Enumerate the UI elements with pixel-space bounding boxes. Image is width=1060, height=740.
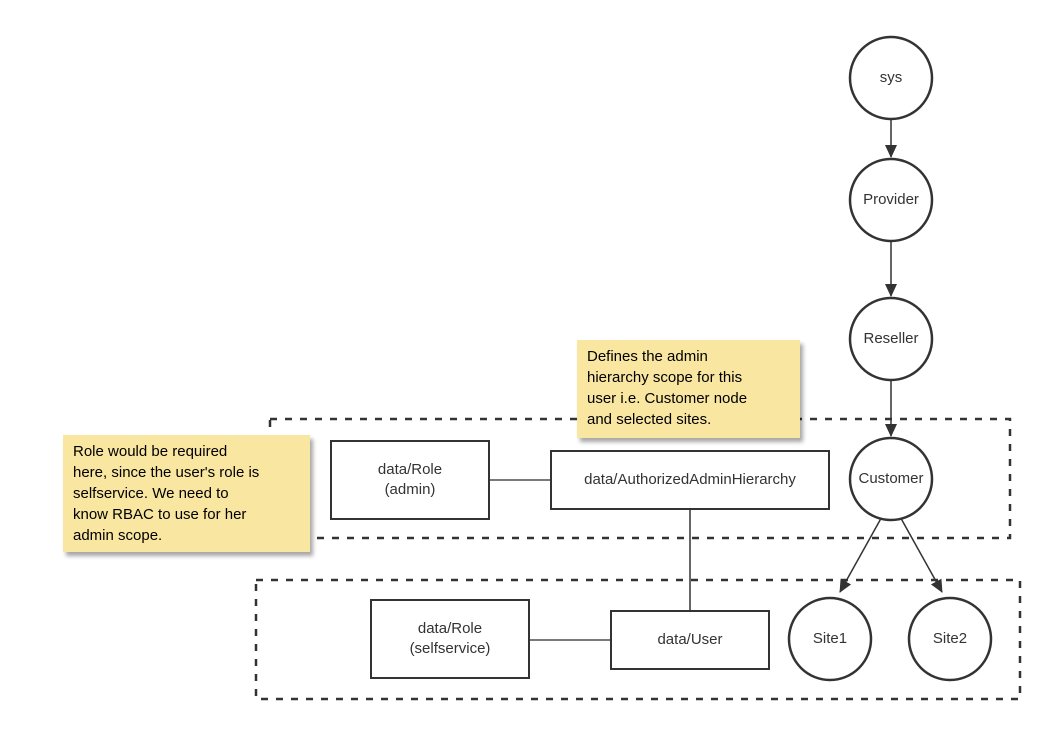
node-site1-label: Site1	[812, 630, 848, 647]
node-customer-label: Customer	[858, 470, 924, 487]
box-user: data/User	[610, 610, 770, 670]
node-sys-label: sys	[879, 69, 903, 86]
node-reseller-circle	[848, 296, 934, 382]
admin-scope-group-border	[268, 417, 1012, 540]
note-admin-hierarchy: Defines the admin hierarchy scope for th…	[577, 340, 800, 438]
user-scope-group-border	[254, 578, 1022, 701]
node-customer-circle	[848, 436, 934, 522]
node-site2-label: Site2	[932, 630, 968, 647]
node-reseller-label: Reseller	[863, 330, 919, 347]
box-role-selfservice: data/Role (selfservice)	[370, 599, 530, 679]
box-authorized-admin-hierarchy: data/AuthorizedAdminHierarchy	[550, 450, 830, 510]
node-site2-circle	[907, 596, 993, 682]
node-sys-circle	[848, 35, 934, 121]
node-site1-circle	[787, 596, 873, 682]
edge-customer-to-site2	[897, 512, 943, 593]
note-role-required: Role would be required here, since the u…	[63, 435, 310, 552]
box-role-admin: data/Role (admin)	[330, 440, 490, 520]
node-provider-label: Provider	[863, 191, 919, 208]
node-provider-circle	[848, 157, 934, 243]
edge-customer-to-site1	[839, 512, 885, 593]
